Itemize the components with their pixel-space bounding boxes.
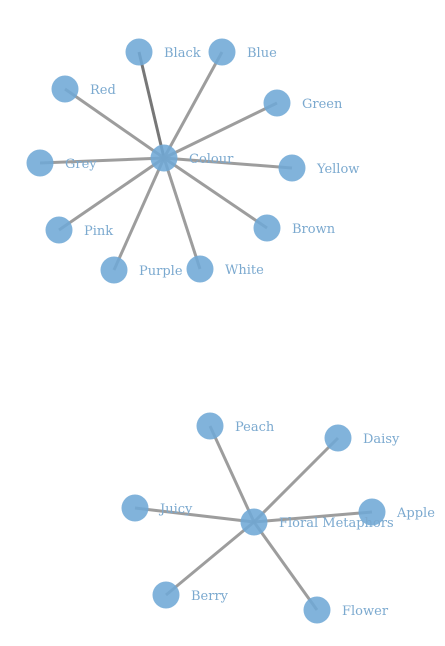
node-label-blue: Blue — [247, 46, 277, 61]
edge-grey — [39, 156, 165, 165]
node-daisy[interactable] — [324, 424, 352, 452]
node-flower[interactable] — [303, 596, 331, 624]
hub-node-colour[interactable] — [150, 144, 178, 172]
node-grey[interactable] — [26, 149, 54, 177]
edge-brown — [163, 156, 268, 230]
node-label-pink: Pink — [84, 224, 113, 239]
node-label-apple: Apple — [396, 506, 435, 521]
node-blue[interactable] — [208, 38, 236, 66]
node-berry[interactable] — [152, 581, 180, 609]
node-green[interactable] — [263, 89, 291, 117]
edges-layer — [39, 51, 373, 611]
node-label-flower: Flower — [342, 604, 389, 619]
node-label-yellow: Yellow — [316, 162, 359, 177]
hub-label-colour: Colour — [189, 152, 234, 167]
hub-node-floral-metaphors[interactable] — [240, 508, 268, 536]
node-apple[interactable] — [358, 498, 386, 526]
edge-berry — [165, 520, 255, 597]
node-peach[interactable] — [196, 412, 224, 440]
node-black[interactable] — [125, 38, 153, 66]
edge-white — [162, 157, 202, 270]
edge-blue — [162, 51, 224, 159]
node-label-brown: Brown — [292, 222, 336, 237]
edge-black — [137, 51, 166, 159]
edge-apple — [253, 510, 373, 524]
node-label-black: Black — [164, 46, 201, 61]
edge-yellow — [163, 156, 293, 170]
node-label-daisy: Daisy — [363, 432, 400, 447]
node-label-juicy: Juicy — [158, 502, 193, 517]
node-label-white: White — [225, 263, 264, 278]
hub-label-floral-metaphors: Floral Metaphors — [279, 516, 394, 531]
node-purple[interactable] — [100, 256, 128, 284]
edge-flower — [252, 521, 319, 611]
edge-red — [64, 87, 165, 160]
node-label-peach: Peach — [235, 420, 275, 435]
node-juicy[interactable] — [121, 494, 149, 522]
node-label-grey: Grey — [65, 157, 97, 172]
node-white[interactable] — [186, 255, 214, 283]
edge-green — [163, 101, 278, 160]
edge-peach — [208, 425, 256, 523]
node-yellow[interactable] — [278, 154, 306, 182]
edge-juicy — [134, 506, 255, 524]
node-brown[interactable] — [253, 214, 281, 242]
nodes-layer — [26, 38, 386, 624]
edge-purple — [112, 157, 166, 271]
edge-daisy — [252, 436, 340, 524]
node-label-red: Red — [90, 83, 116, 98]
node-pink[interactable] — [45, 216, 73, 244]
node-label-purple: Purple — [139, 264, 183, 279]
node-label-green: Green — [302, 97, 343, 112]
node-label-berry: Berry — [191, 589, 229, 604]
node-red[interactable] — [51, 75, 79, 103]
edge-pink — [58, 156, 165, 232]
